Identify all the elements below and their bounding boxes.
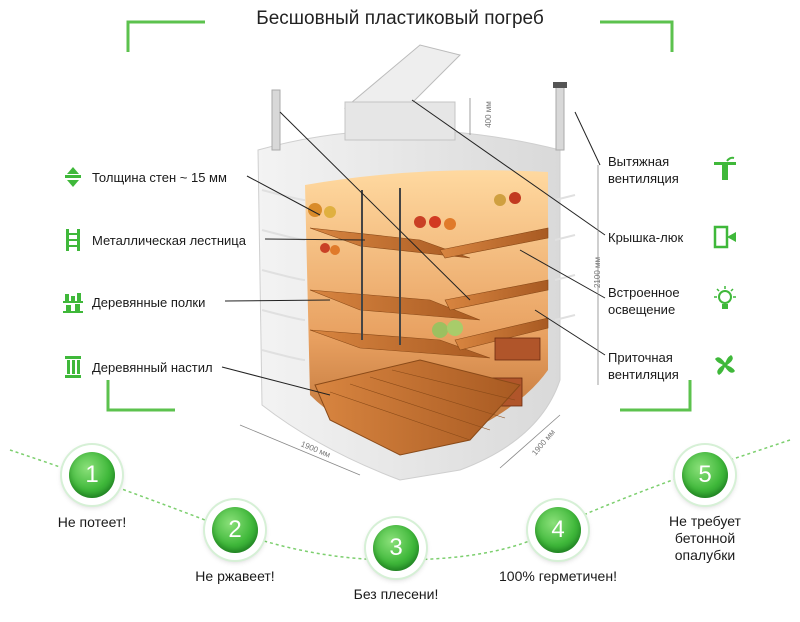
benefit-line: опалубки: [674, 547, 736, 563]
benefit-label: Не требует бетонной опалубки: [655, 513, 755, 564]
feature-ladder: Металлическая лестница: [62, 228, 246, 252]
benefit-line: бетонной: [674, 530, 736, 546]
feature-label: Деревянные полки: [92, 294, 206, 310]
feature-line: Крышка-люк: [608, 230, 684, 245]
shelves-icon: [63, 293, 83, 313]
feature-label: Металлическая лестница: [92, 232, 246, 248]
badge-number: 3: [373, 525, 419, 571]
feature-shelves: Деревянные полки: [62, 290, 205, 314]
page-title: Бесшовный пластиковый погреб: [256, 8, 544, 29]
benefit-badge-1: 1: [62, 445, 122, 505]
light-bulb-icon: [714, 286, 736, 309]
feature-line: Вытяжная: [608, 154, 670, 169]
benefit-label: 100% герметичен!: [499, 568, 617, 584]
benefit-badge-5: 5: [675, 445, 735, 505]
wall-thickness-icon: [65, 167, 81, 187]
benefit-label: Не ржавеет!: [195, 568, 275, 584]
feature-line: Приточная: [608, 350, 673, 365]
feature-line: Встроенное: [608, 285, 680, 300]
badge-number: 5: [682, 452, 728, 498]
wood-floor-icon: [65, 356, 81, 378]
feature-supply-vent: Приточная вентиляция: [608, 349, 708, 383]
badge-number: 2: [212, 507, 258, 553]
feature-line: вентиляция: [608, 367, 679, 382]
feature-label: Толщина стен ~ 15 мм: [92, 169, 227, 185]
benefit-label: Без плесени!: [353, 586, 439, 602]
benefit-line: Не требует: [669, 513, 741, 529]
feature-label: Деревянный настил: [92, 359, 213, 375]
benefit-badge-3: 3: [366, 518, 426, 578]
feature-line: освещение: [608, 302, 676, 317]
benefit-label: Не потеет!: [57, 514, 127, 530]
fan-icon: [715, 355, 735, 375]
feature-exhaust-vent: Вытяжная вентиляция: [608, 153, 698, 187]
exhaust-vent-icon: [714, 156, 736, 180]
badge-number: 1: [69, 452, 115, 498]
feature-hatch: Крышка-люк: [608, 229, 708, 246]
feature-line: вентиляция: [608, 171, 679, 186]
ladder-icon: [66, 229, 80, 251]
feature-wood-floor: Деревянный настил: [62, 355, 213, 379]
benefit-badge-4: 4: [528, 500, 588, 560]
badge-number: 4: [535, 507, 581, 553]
hatch-icon: [713, 225, 736, 249]
feature-lighting: Встроенное освещение: [608, 284, 708, 318]
feature-wall-thickness: Толщина стен ~ 15 мм: [62, 165, 227, 189]
benefit-badge-2: 2: [205, 500, 265, 560]
